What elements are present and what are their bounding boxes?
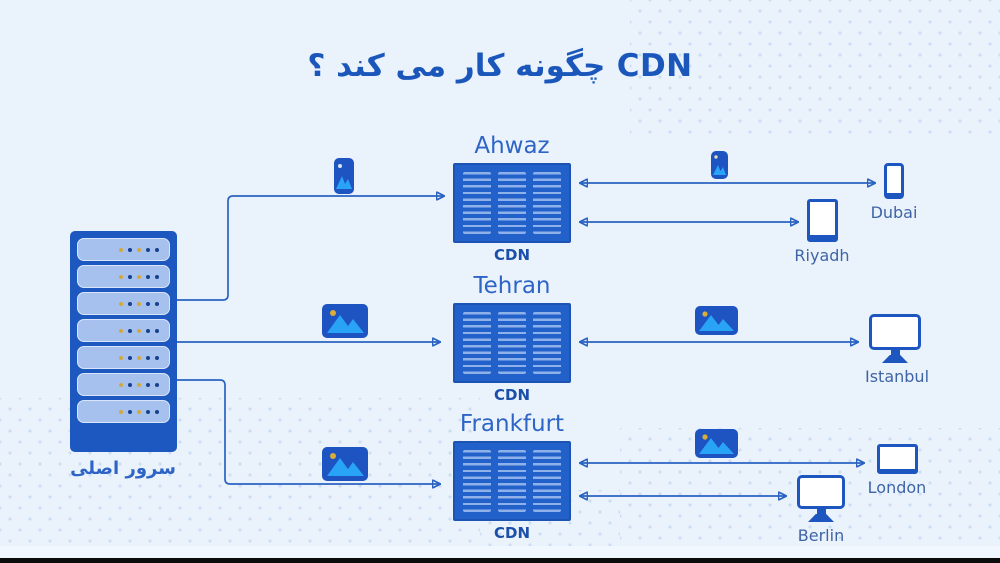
device-label: Berlin <box>797 526 845 545</box>
landscape-photo-icon <box>695 429 738 458</box>
server-slot <box>77 292 170 315</box>
cdn-tag: CDN <box>493 246 530 264</box>
cdn-tag: CDN <box>493 524 530 542</box>
device-label: Dubai <box>870 203 918 222</box>
city-label: Tehran <box>473 273 551 299</box>
tablet-landscape-icon <box>876 444 918 474</box>
cdn-tag: CDN <box>493 386 530 404</box>
device-riyadh: Riyadh <box>792 199 852 265</box>
device-label: Istanbul <box>865 367 930 386</box>
wire-server-to-frankfurt <box>177 379 439 484</box>
cdn-rack-icon <box>453 163 571 243</box>
portrait-photo-icon <box>711 151 728 179</box>
cdn-rack-icon <box>453 441 571 521</box>
landscape-photo-icon <box>322 304 368 338</box>
city-label: Frankfurt <box>459 411 565 437</box>
device-label: London <box>867 478 927 497</box>
smartphone-icon <box>884 163 904 199</box>
device-berlin: Berlin <box>791 475 851 545</box>
portrait-photo-icon <box>334 158 354 194</box>
device-istanbul: Istanbul <box>865 314 930 386</box>
cdn-rack-icon <box>453 303 571 383</box>
server-slot <box>77 238 170 261</box>
bottom-light-strip <box>0 546 1000 558</box>
cdn-node-frankfurt: Frankfurt CDN <box>453 411 571 542</box>
origin-server-icon <box>70 231 177 452</box>
tablet-icon <box>806 199 838 242</box>
bottom-black-bar <box>0 558 1000 563</box>
city-label: Ahwaz <box>474 133 550 159</box>
server-slot <box>77 373 170 396</box>
page-title: CDN چگونه کار می کند ؟ <box>307 48 693 84</box>
origin-server-label: سرور اصلی <box>70 458 176 479</box>
monitor-icon <box>865 314 925 363</box>
monitor-icon <box>791 475 851 522</box>
cdn-node-tehran: Tehran CDN <box>453 273 571 404</box>
server-slot <box>77 265 170 288</box>
dot-pattern-top-right <box>630 0 1000 140</box>
wire-server-to-ahwaz <box>177 196 443 301</box>
device-label: Riyadh <box>794 246 850 265</box>
landscape-photo-icon <box>695 306 738 335</box>
device-london: London <box>867 444 927 497</box>
server-slot <box>77 319 170 342</box>
server-slot <box>77 346 170 369</box>
landscape-photo-icon <box>322 447 368 481</box>
cdn-node-ahwaz: Ahwaz CDN <box>453 133 571 264</box>
device-dubai: Dubai <box>864 163 924 222</box>
server-slot <box>77 400 170 423</box>
